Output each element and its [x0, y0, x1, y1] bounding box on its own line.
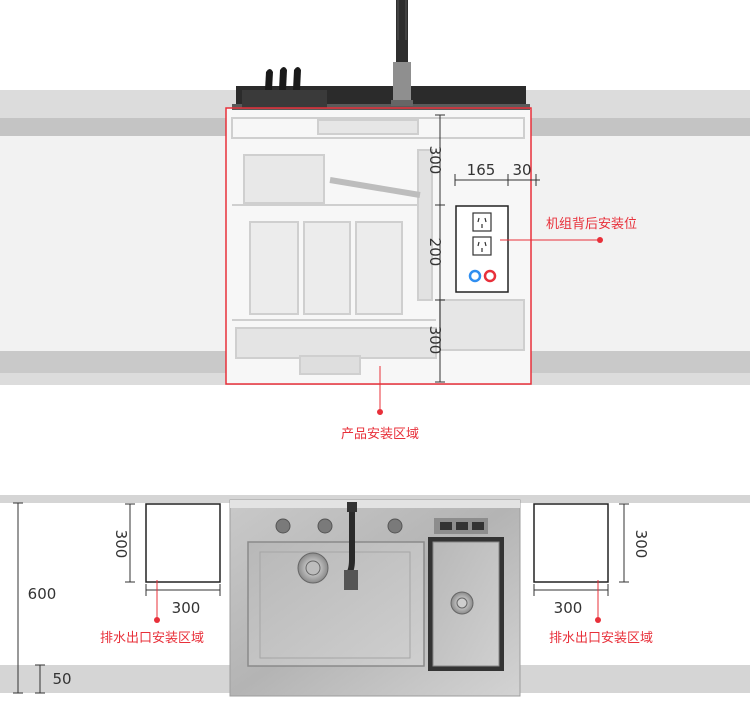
- right-drain-box: [533, 503, 609, 583]
- left-box-height-label: 300: [112, 530, 130, 559]
- dim-width-b-label: 30: [512, 161, 531, 179]
- power-socket-icon: [472, 212, 492, 232]
- dim-bottom-label: 300: [426, 326, 444, 355]
- horizontal-dimension-top: [454, 174, 540, 186]
- right-drain-leader: [595, 580, 601, 623]
- left-box-width-label: 300: [172, 599, 201, 617]
- knife-holder: [242, 67, 327, 108]
- left-drain-leader: [154, 580, 160, 623]
- cold-water-inlet-icon: [468, 269, 482, 283]
- left-drain-label: 排水出口安装区域: [100, 631, 204, 646]
- cabinet-elevation: [0, 0, 750, 385]
- faucet-icon: [343, 502, 358, 590]
- right-drain-label: 排水出口安装区域: [549, 631, 653, 646]
- faucet-icon: [391, 0, 413, 106]
- height-total-label: 600: [28, 585, 57, 603]
- sink-plan-view: [0, 495, 750, 697]
- drain-icon: [450, 591, 474, 615]
- dim-middle-label: 200: [426, 238, 444, 267]
- height-base-label: 50: [52, 670, 71, 688]
- drain-icon: [297, 552, 329, 584]
- left-box-dimensions: [125, 503, 221, 596]
- overall-height-dimension: [13, 502, 45, 694]
- rear-callout-leader: [500, 237, 603, 243]
- dim-width-a-label: 165: [467, 161, 496, 179]
- right-box-width-label: 300: [554, 599, 583, 617]
- product-install-area-outline: [225, 107, 532, 385]
- product-install-callout: 产品安装区域: [341, 427, 419, 442]
- left-drain-box: [145, 503, 221, 583]
- power-socket-icon: [472, 236, 492, 256]
- hot-water-inlet-icon: [483, 269, 497, 283]
- product-callout-leader: [377, 366, 383, 415]
- right-box-height-label: 300: [632, 530, 650, 559]
- rear-install-callout: 机组背后安装位: [546, 217, 637, 232]
- dim-top-label: 300: [426, 146, 444, 175]
- rear-install-panel: [455, 205, 509, 293]
- right-box-dimensions: [533, 503, 629, 596]
- vertical-dimension-top: [435, 114, 445, 383]
